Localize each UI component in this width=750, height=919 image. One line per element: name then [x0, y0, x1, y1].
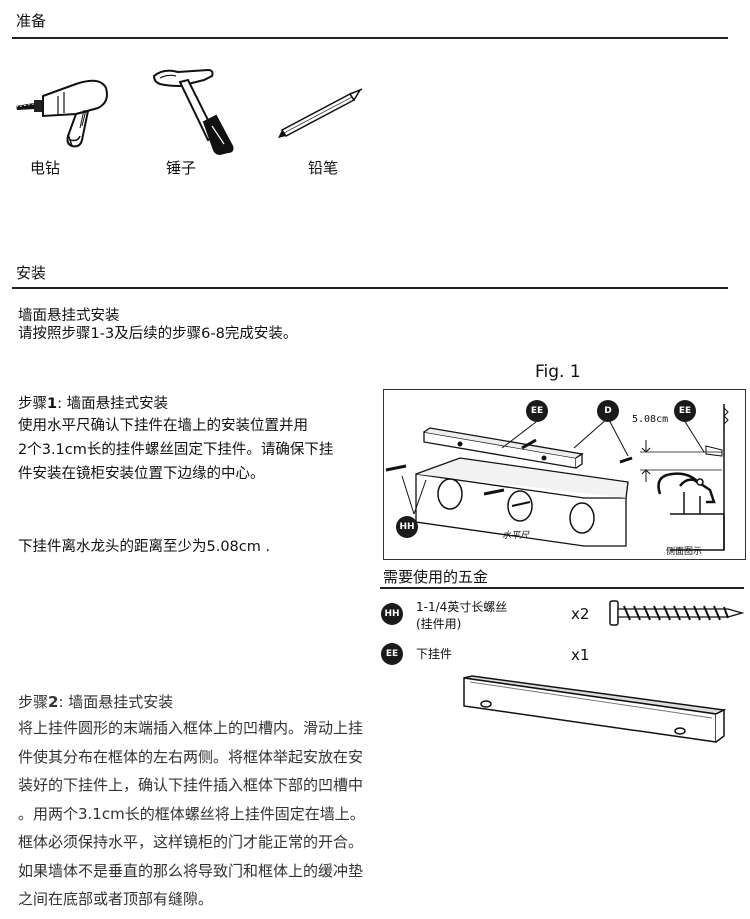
step1-line: 件安装在镜柜安装位置下边缘的中心。	[18, 466, 265, 482]
step1-title: : 墙面悬挂式安装	[57, 396, 169, 412]
step1-prefix: 步骤	[18, 396, 47, 412]
hardware-item-label: 1-1/4英寸长螺丝 (挂件用)	[416, 599, 507, 633]
step2-line: 将上挂件圆形的末端插入框体上的凹槽内。滑动上挂	[18, 719, 364, 737]
badge-d: D	[597, 400, 619, 422]
step2-number: 2	[48, 693, 59, 711]
section-divider	[12, 287, 728, 289]
step2-line: 框体必须保持水平，这样镜柜的门才能正常的开合。	[18, 833, 364, 851]
screw-icon	[609, 600, 744, 626]
badge-ee: EE	[526, 400, 548, 422]
hardware-item-qty: x1	[571, 646, 590, 664]
hardware-code-ee: EE	[381, 643, 403, 665]
tool-label-drill: 电钻	[30, 159, 61, 177]
hardware-item-line: (挂件用)	[416, 617, 462, 631]
step2-title: : 墙面悬挂式安装	[58, 693, 174, 711]
step2-line: 件使其分布在框体的左右两侧。将框体举起安放在安	[18, 747, 364, 766]
step1-note: 下挂件离水龙头的距离至少为5.08cm .	[18, 539, 271, 555]
step1-heading: 步骤1: 墙面悬挂式安装	[18, 392, 168, 416]
hardware-item-qty: x2	[571, 605, 590, 623]
tool-label-hammer: 锤子	[166, 159, 197, 177]
tool-label-pencil: 铅笔	[308, 159, 339, 177]
badge-hh: HH	[396, 516, 418, 538]
dimension-label: 5.08cm	[632, 414, 669, 425]
bracket-icon	[463, 675, 727, 743]
figure-1: EE D EE HH 5.08cm 水平尺 侧面图示	[383, 389, 746, 560]
hardware-item-label: 下挂件	[416, 647, 453, 661]
drill-icon	[15, 79, 108, 148]
step2-line: 之间在底部或者顶部有缝隙。	[18, 890, 214, 908]
step2-line: 装好的下挂件上，确认下挂件插入框体下部的凹槽中	[18, 776, 364, 794]
hardware-title: 需要使用的五金	[383, 568, 489, 586]
step1-line: 使用水平尺确认下挂件在墙上的安装位置并用	[18, 418, 308, 434]
hardware-code-hh: HH	[381, 603, 403, 625]
section-title-install: 安装	[16, 264, 47, 282]
installation-diagram	[385, 404, 729, 551]
badge-ee: EE	[674, 400, 696, 422]
side-view-label: 侧面图示	[666, 547, 703, 557]
hardware-divider	[380, 587, 744, 589]
hammer-icon	[152, 68, 234, 156]
section-divider	[12, 37, 728, 39]
step2-line: 。用两个3.1cm长的框体螺丝将上挂件固定在墙上。	[18, 804, 365, 823]
level-label: 水平尺	[502, 531, 530, 541]
hardware-item-line: 1-1/4英寸长螺丝	[416, 600, 508, 614]
step2-heading: 步骤2: 墙面悬挂式安装	[18, 688, 173, 717]
intro-title: 墙面悬挂式安装	[18, 308, 120, 324]
step2-prefix: 步骤	[18, 693, 49, 711]
step2-body: 将上挂件圆形的末端插入框体上的凹槽内。滑动上挂 件使其分布在框体的左右两侧。将框…	[18, 714, 413, 914]
step1-line: 2个3.1cm长的挂件螺丝固定下挂件。请确保下挂	[18, 442, 334, 458]
intro-line: 请按照步骤1-3及后续的步骤6-8完成安装。	[18, 326, 298, 342]
step1-body: 使用水平尺确认下挂件在墙上的安装位置并用 2个3.1cm长的挂件螺丝固定下挂件。…	[18, 414, 368, 486]
section-title-prepare: 准备	[16, 12, 47, 30]
step2-line: 如果墙体不是垂直的那么将导致门和框体上的缓冲垫	[18, 861, 364, 880]
pencil-icon	[278, 88, 363, 138]
figure-caption: Fig. 1	[535, 362, 581, 382]
step1-number: 1	[47, 396, 58, 412]
